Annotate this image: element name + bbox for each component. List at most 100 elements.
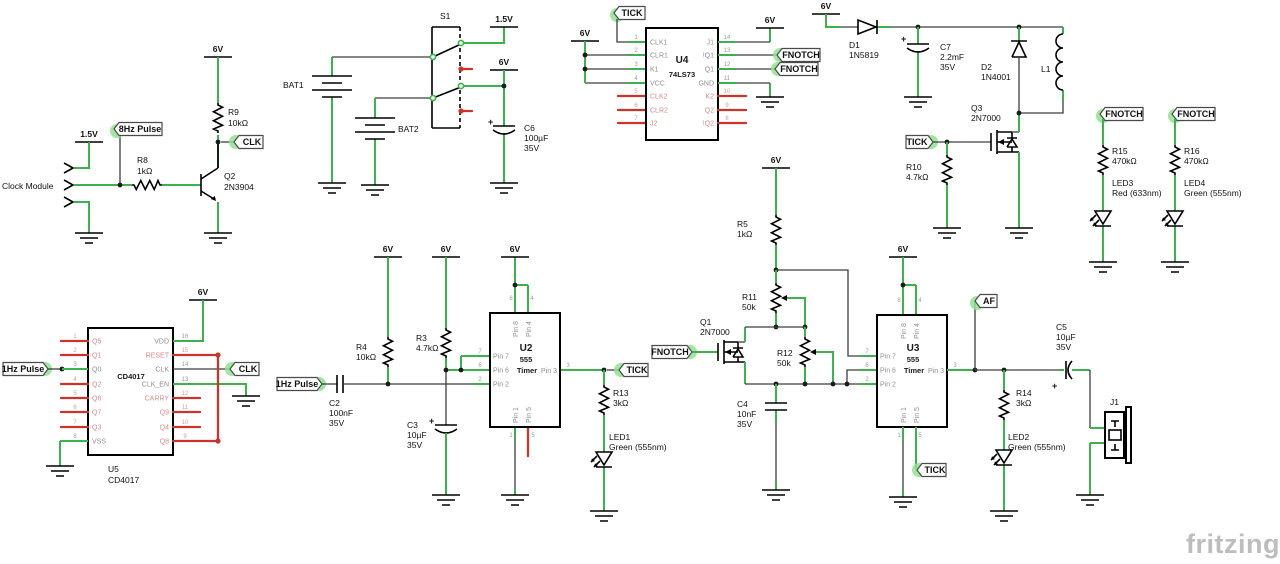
ground-symbol [489, 182, 519, 194]
svg-text:C5: C5 [1056, 322, 1067, 332]
ground-symbol [74, 232, 104, 244]
ground-symbol [903, 96, 933, 108]
potentiometer-r12[interactable]: R12 50k [777, 327, 834, 384]
svg-text:7: 7 [634, 116, 638, 122]
svg-text:35V: 35V [1056, 342, 1071, 352]
net-label-1hz-u5[interactable]: 1Hz Pulse [2, 361, 52, 377]
resistor-r5[interactable]: 6V R5 1kΩ [737, 155, 791, 273]
ground-symbol [1160, 261, 1190, 273]
svg-text:100nF: 100nF [329, 408, 353, 418]
resistor-r4[interactable]: 6V R4 10kΩ [356, 244, 403, 387]
ground-symbol [231, 395, 261, 407]
net-label-af[interactable]: AF [970, 293, 998, 373]
wire-r5-to-pin7[interactable] [776, 269, 877, 357]
resistor-r8[interactable]: R8 1kΩ [131, 155, 163, 191]
led4-column[interactable]: R16 470kΩ LED4 Green (555nm) [1160, 119, 1242, 273]
wires-c4-node[interactable] [745, 369, 877, 387]
resistor-r3[interactable]: 6V R3 4.7kΩ [416, 244, 461, 370]
battery-bat2[interactable]: BAT2 [354, 97, 430, 196]
net-label-fnotch-led4[interactable]: FNOTCH [1168, 106, 1216, 124]
net-label-fnotch-led3[interactable]: FNOTCH [1096, 106, 1144, 124]
svg-text:1: 1 [634, 35, 638, 41]
svg-text:8: 8 [73, 434, 77, 440]
net-label-fnotch-q1[interactable]: FNOTCH [651, 344, 697, 360]
ic-u4[interactable]: 6V U4 74LS73 CLK1 CLR1 K1 VCC CLK2 CLR2 … [570, 15, 785, 141]
svg-text:!Q2: !Q2 [703, 121, 714, 128]
svg-text:6V: 6V [213, 44, 224, 54]
transistor-q2[interactable]: Q2 2N3904 [162, 135, 254, 244]
battery-bat1[interactable]: BAT1 [283, 56, 430, 194]
resistor-r9[interactable]: 6V R9 10kΩ [203, 44, 248, 145]
capacitor-c2[interactable]: C2 100nF 35V [322, 375, 490, 428]
part-ref: D2 [981, 62, 992, 72]
inductor-l1[interactable]: L1 [1019, 27, 1064, 114]
svg-text:LED1: LED1 [609, 432, 631, 442]
switch-s1[interactable]: S1 [429, 11, 474, 129]
net-label-clk-q2[interactable]: CLK [229, 134, 264, 150]
svg-text:5: 5 [634, 89, 638, 95]
svg-text:14: 14 [182, 362, 189, 368]
part-ref: L1 [1041, 64, 1051, 74]
capacitor-c7[interactable]: + C7 2.2mF 35V [901, 24, 964, 108]
svg-text:16: 16 [182, 334, 189, 340]
net-label-clk-u5[interactable]: CLK [225, 361, 260, 377]
svg-text:Q2: Q2 [705, 108, 714, 115]
diode-d2[interactable]: D2 1N4001 [981, 24, 1028, 113]
net-label-tick-u2[interactable]: TICK [601, 362, 649, 378]
part-ref: U2 [520, 343, 533, 354]
svg-text:8: 8 [509, 296, 513, 302]
svg-text:R14: R14 [1016, 388, 1032, 398]
svg-text:TICK: TICK [907, 137, 928, 147]
net-label-8hz-pulse[interactable]: 8Hz Pulse [110, 121, 163, 139]
part-ref: R8 [137, 155, 148, 165]
wire-audio-out[interactable] [975, 367, 1060, 373]
svg-text:FNOTCH: FNOTCH [780, 64, 818, 74]
ground-symbol [203, 232, 233, 244]
svg-text:3: 3 [566, 363, 570, 369]
svg-text:35V: 35V [737, 419, 752, 429]
clock-module-block[interactable]: Clock Module 1.5V [2, 129, 132, 244]
led3-column[interactable]: R15 470kΩ LED3 Red (633nm) [1088, 119, 1162, 273]
ic-u5[interactable]: CD4017 U5 CD4017 6V Q5 Q1 Q0 Q2 Q6 Q7 Q3… [45, 287, 261, 485]
capacitor-c6[interactable]: + C6 100µF 35V [488, 70, 548, 194]
transistor-q1[interactable]: Q1 2N7000 [692, 317, 746, 384]
net-label-tick-q3[interactable]: TICK [905, 134, 938, 150]
svg-text:LED4: LED4 [1184, 178, 1206, 188]
capacitor-c4[interactable]: C4 10nF 35V [737, 384, 791, 501]
ic-u2[interactable]: 6V U2 555 Timer Pin 7 Pin 6 Pin 2 Pin 3 … [443, 244, 604, 506]
svg-text:1.5V: 1.5V [495, 14, 513, 24]
potentiometer-r11[interactable]: R11 50k [742, 270, 808, 330]
capacitor-c3[interactable]: + C3 10µF 35V [407, 370, 461, 506]
diode-d1[interactable]: 6V D1 1N5819 [811, 1, 1063, 60]
net-label-tick-u3[interactable]: TICK [912, 462, 947, 478]
resistor-r10[interactable]: R10 4.7kΩ [906, 142, 962, 239]
net-label-fnotch-u4b[interactable]: FNOTCH [771, 61, 819, 77]
svg-text:10µF: 10µF [407, 430, 427, 440]
net-label-1hz-u2[interactable]: 1Hz Pulse [276, 376, 326, 392]
transistor-q3[interactable]: Q3 2N7000 [933, 103, 1034, 239]
svg-text:10nF: 10nF [737, 409, 756, 419]
net-label-tick-u4[interactable]: TICK [610, 5, 646, 23]
svg-text:12: 12 [182, 391, 189, 397]
net-label-fnotch-u4a[interactable]: FNOTCH [773, 47, 821, 63]
led1-column[interactable]: R13 3kΩ LED1 Green (555nm) [589, 370, 667, 522]
ic-u3[interactable]: 6V U3 555 Timer Pin 7 Pin 6 Pin 2 Pin 3 … [865, 244, 975, 508]
svg-text:5: 5 [918, 433, 922, 439]
svg-text:6V: 6V [441, 244, 452, 254]
svg-text:14: 14 [724, 35, 731, 41]
ground-symbol [1075, 494, 1105, 506]
svg-text:Green (555nm): Green (555nm) [609, 442, 667, 452]
ground-symbol [1088, 261, 1118, 273]
speaker-j1[interactable]: J1 [1075, 370, 1132, 506]
svg-text:CLK: CLK [155, 367, 169, 374]
svg-text:R13: R13 [613, 388, 629, 398]
led2-column[interactable]: R14 3kΩ LED2 Green (555nm) [989, 370, 1066, 522]
svg-text:5: 5 [73, 391, 77, 397]
svg-text:GND: GND [698, 81, 714, 88]
part-ref: R9 [228, 107, 239, 117]
svg-text:3: 3 [634, 62, 638, 68]
svg-text:13: 13 [182, 377, 189, 383]
switch-rails: 1.5V 6V [464, 14, 519, 87]
svg-text:CARRY: CARRY [145, 396, 170, 403]
capacitor-c5[interactable]: + C5 10µF 35V [1052, 322, 1090, 391]
